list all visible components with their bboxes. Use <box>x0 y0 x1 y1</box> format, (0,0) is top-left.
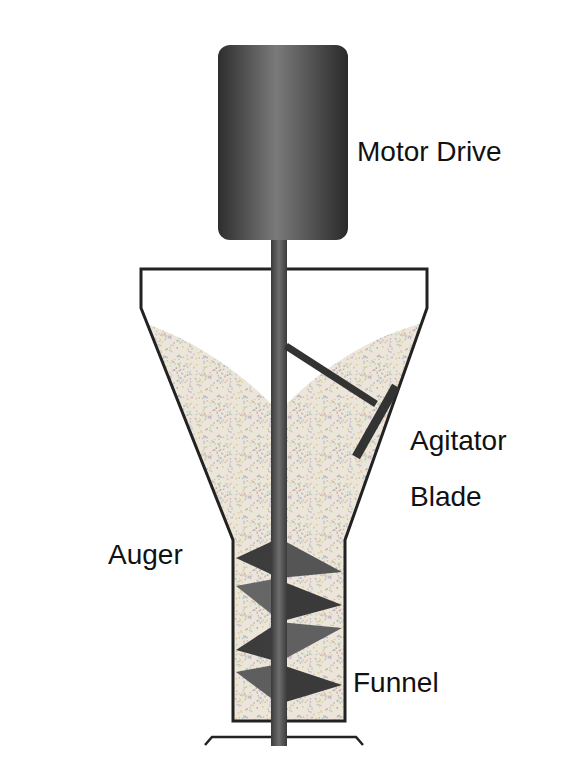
auger-label: Auger <box>108 538 183 572</box>
motor-drive <box>218 45 348 240</box>
agitator-arm <box>286 346 376 404</box>
funnel-label: Funnel <box>353 666 439 700</box>
motor-label: Motor Drive <box>357 135 502 169</box>
auger-flight <box>279 538 342 578</box>
drive-shaft <box>271 236 287 746</box>
auger-flight <box>279 664 342 704</box>
auger-flights <box>236 538 342 704</box>
agitator-blade <box>356 386 396 457</box>
auger-flight <box>279 580 342 622</box>
agitator-label: Agitator Blade <box>410 413 560 525</box>
auger-flight <box>279 622 342 662</box>
